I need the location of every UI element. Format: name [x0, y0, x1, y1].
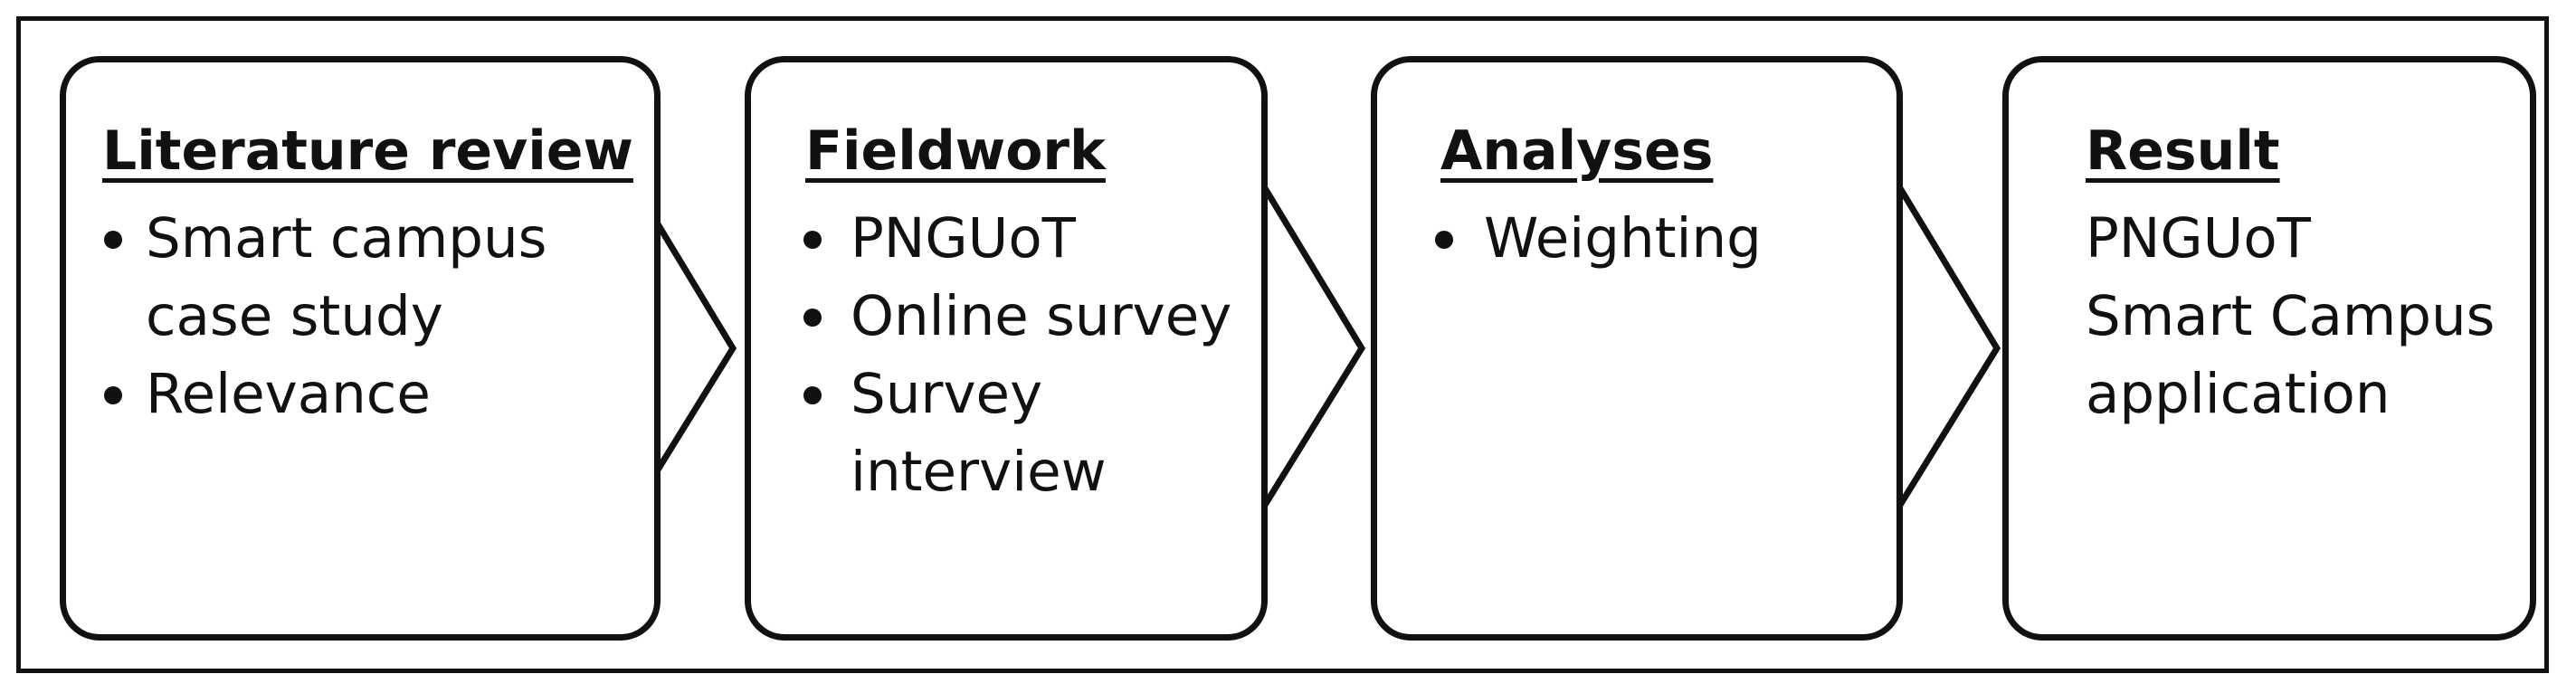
step-title: Result — [2086, 119, 2280, 183]
bullet-list: Weighting — [1377, 200, 1896, 278]
step-box-fieldwork: Fieldwork PNGUoT Online survey Survey in… — [745, 56, 1268, 641]
step-title: Literature review — [102, 119, 633, 183]
connector-arrow-3 — [1895, 182, 2001, 511]
bullet-item: Smart campus case study — [66, 200, 654, 356]
bullet-item: Relevance — [66, 356, 654, 433]
bullet-item: Online survey — [751, 278, 1261, 356]
bullet-item: Survey interview — [751, 356, 1261, 511]
step-box-result: Result PNGUoT Smart Campus application — [2002, 56, 2536, 641]
step-box-literature-review: Literature review Smart campus case stud… — [60, 56, 661, 641]
connector-arrow-1 — [631, 182, 737, 511]
result-lines: PNGUoT Smart Campus application — [2009, 200, 2530, 433]
connector-arrow-2 — [1259, 182, 1366, 511]
bullet-list: Smart campus case study Relevance — [66, 200, 654, 433]
result-line: Smart Campus — [2086, 284, 2495, 348]
diagram-frame — [16, 16, 2549, 673]
bullet-item: PNGUoT — [751, 200, 1261, 278]
step-title: Analyses — [1440, 119, 1714, 183]
step-box-analyses: Analyses Weighting — [1371, 56, 1903, 641]
bullet-list: PNGUoT Online survey Survey interview — [751, 200, 1261, 511]
result-line: PNGUoT — [2086, 206, 2311, 271]
bullet-item: Weighting — [1377, 200, 1896, 278]
step-title: Fieldwork — [805, 119, 1106, 183]
result-line: application — [2086, 362, 2391, 426]
